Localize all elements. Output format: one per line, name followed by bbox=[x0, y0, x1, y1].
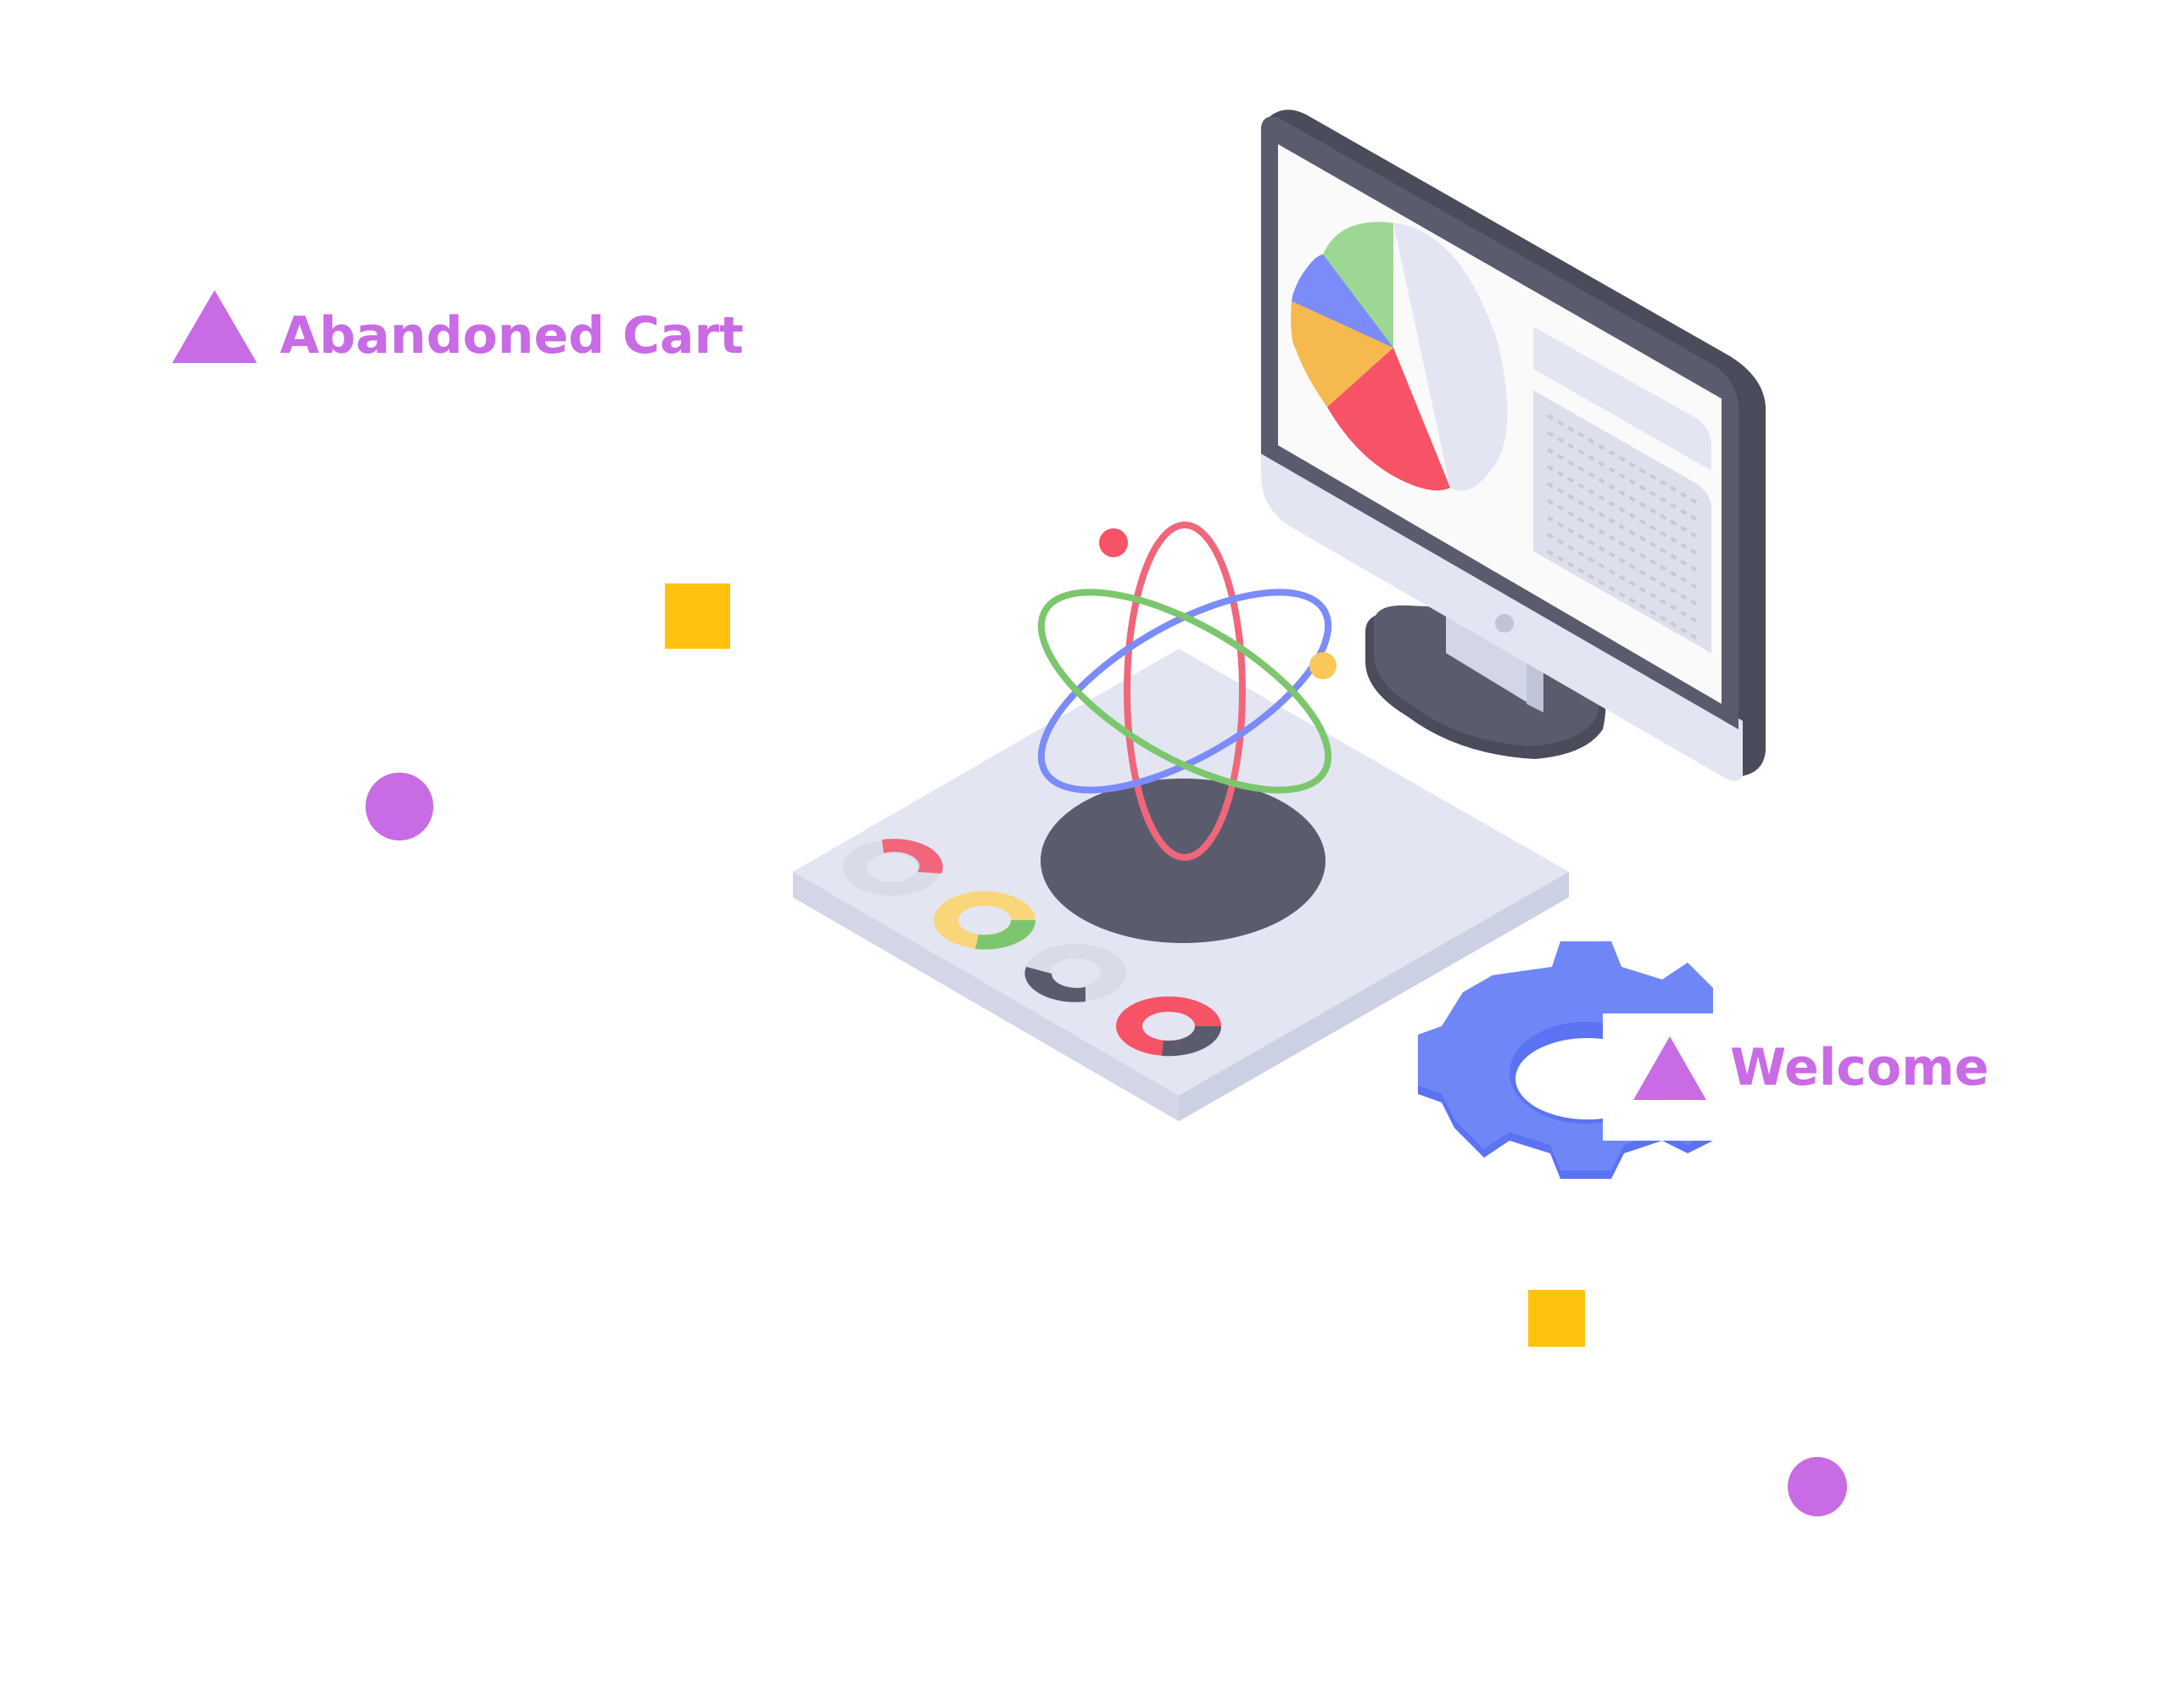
platform bbox=[793, 649, 1569, 1121]
atom-icon bbox=[1037, 522, 1332, 861]
atom-dot-red bbox=[1099, 528, 1128, 557]
triangle-icon-abandoned-cart bbox=[172, 290, 257, 363]
monitor-panels bbox=[1533, 327, 1711, 653]
atom-dot-yellow bbox=[1309, 652, 1337, 679]
donut-chart-3 bbox=[1024, 944, 1126, 1002]
purple-dot-left bbox=[366, 773, 433, 840]
monitor-pie-chart bbox=[1291, 221, 1508, 491]
donut-chart-1 bbox=[843, 839, 943, 896]
donut-chart-2 bbox=[934, 891, 1036, 950]
yellow-square-left bbox=[665, 583, 730, 649]
yellow-square-right bbox=[1528, 1290, 1585, 1347]
purple-dot-right bbox=[1788, 1457, 1847, 1516]
gear-icon bbox=[1418, 941, 1713, 1179]
welcome-label: Welcome bbox=[1730, 1038, 1990, 1097]
platform-hole bbox=[1041, 779, 1325, 943]
donut-chart-4 bbox=[1116, 996, 1222, 1057]
abandoned-cart-label: Abandoned Cart bbox=[280, 306, 744, 366]
triangle-icon-welcome bbox=[1633, 1036, 1706, 1100]
